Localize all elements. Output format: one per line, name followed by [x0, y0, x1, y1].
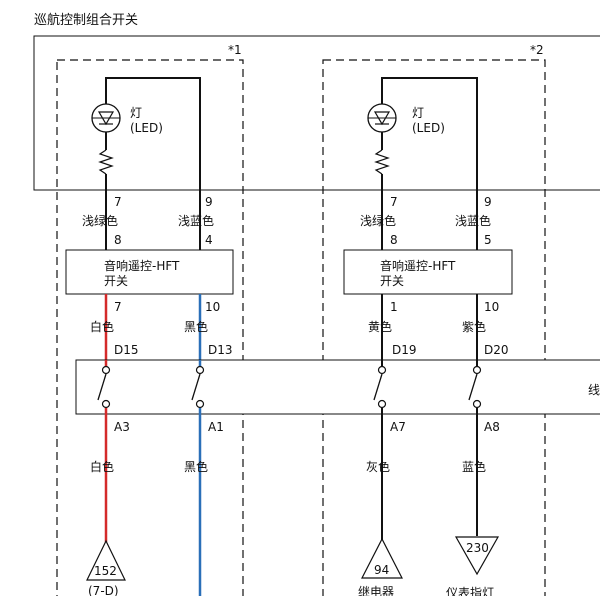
left-switch-out-pin-7: 7 [114, 300, 122, 314]
ref-label-152: (7-D) [88, 584, 119, 596]
left-lamp-type: (LED) [130, 121, 163, 135]
right-pin-7: 7 [390, 195, 398, 209]
left-connector-d15: D15 [114, 343, 139, 357]
contact-d13-icon [195, 365, 205, 375]
ref-number-94: 94 [374, 563, 389, 577]
module-edge-label: 线 [588, 383, 600, 397]
right-lower-color-gray: 灰色 [366, 460, 390, 474]
right-pin-9: 9 [484, 195, 492, 209]
variant-label-right: *2 [530, 43, 544, 57]
contact-a1-icon [195, 399, 205, 409]
right-lamp-loop-wire [381, 77, 478, 200]
switch-contact-d13 [191, 373, 201, 401]
right-switch-out-pin-10: 10 [484, 300, 499, 314]
left-lamp-label: 灯 [130, 106, 142, 120]
contact-d19-icon [377, 365, 387, 375]
left-lower-color-white: 白色 [90, 459, 114, 474]
contact-d15-icon [101, 365, 111, 375]
contact-a7-icon [377, 399, 387, 409]
ref-label-94: 继电器 [358, 585, 394, 596]
right-connector-d19: D19 [392, 343, 417, 357]
left-pin-7: 7 [114, 195, 122, 209]
left-lower-color-black: 黑色 [184, 460, 208, 474]
variant-frame-left [56, 59, 244, 596]
ref-triangle-152 [86, 539, 126, 581]
right-connector-a8: A8 [484, 420, 500, 434]
ref-label-230: 仪表指灯 [446, 585, 494, 596]
right-wire-color-yellow: 黄色 [368, 320, 392, 334]
contact-a3-icon [101, 399, 111, 409]
left-connector-a1: A1 [208, 420, 224, 434]
right-wire-color-purple: 紫色 [462, 320, 486, 334]
ref-triangle-94 [361, 537, 403, 579]
left-lamp-loop-wire [105, 77, 201, 200]
right-switch-label: 音响遥控-HFT [380, 258, 456, 273]
control-module-box [75, 359, 600, 415]
left-switch-out-pin-10: 10 [205, 300, 220, 314]
left-resistor-icon [98, 149, 114, 175]
left-wire-color-lightblue: 浅蓝色 [178, 214, 214, 228]
variant-label-left: *1 [228, 43, 242, 57]
right-connector-d20: D20 [484, 343, 509, 357]
left-wire-color-black: 黑色 [184, 320, 208, 334]
left-pin-9: 9 [205, 195, 213, 209]
switch-assembly-box [33, 35, 600, 191]
switch-contact-d20 [468, 373, 478, 401]
switch-contact-d19 [373, 373, 383, 401]
left-switch-label: 音响遥控-HFT [104, 258, 180, 273]
right-wire-color-lightblue: 浅蓝色 [455, 214, 491, 228]
right-switch-pin-8: 8 [390, 233, 398, 247]
left-audio-remote-switch [65, 249, 234, 295]
left-switch-label-2: 开关 [104, 274, 128, 288]
right-lamp-type: (LED) [412, 121, 445, 135]
ref-triangle-230 [454, 536, 500, 576]
ref-number-152: 152 [94, 564, 117, 578]
contact-d20-icon [472, 365, 482, 375]
right-lower-color-blue: 蓝色 [462, 460, 486, 474]
right-switch-label-2: 开关 [380, 274, 404, 288]
right-switch-pin-5: 5 [484, 233, 492, 247]
diagram-title: 巡航控制组合开关 [34, 12, 138, 28]
variant-frame-right [322, 59, 546, 596]
right-resistor-icon [374, 149, 390, 175]
left-switch-pin-4: 4 [205, 233, 213, 247]
contact-a8-icon [472, 399, 482, 409]
left-connector-a3: A3 [114, 420, 130, 434]
switch-contact-d15 [97, 373, 107, 401]
right-wire-color-lightgreen: 浅绿色 [360, 213, 396, 228]
left-switch-pin-8: 8 [114, 233, 122, 247]
right-lamp-label: 灯 [412, 106, 424, 120]
left-wire-color-lightgreen: 浅绿色 [82, 213, 118, 228]
ref-number-230: 230 [466, 541, 489, 555]
right-audio-remote-switch [343, 249, 513, 295]
right-switch-out-pin-1: 1 [390, 300, 398, 314]
left-wire-color-white: 白色 [90, 319, 114, 334]
right-connector-a7: A7 [390, 420, 406, 434]
left-connector-d13: D13 [208, 343, 233, 357]
